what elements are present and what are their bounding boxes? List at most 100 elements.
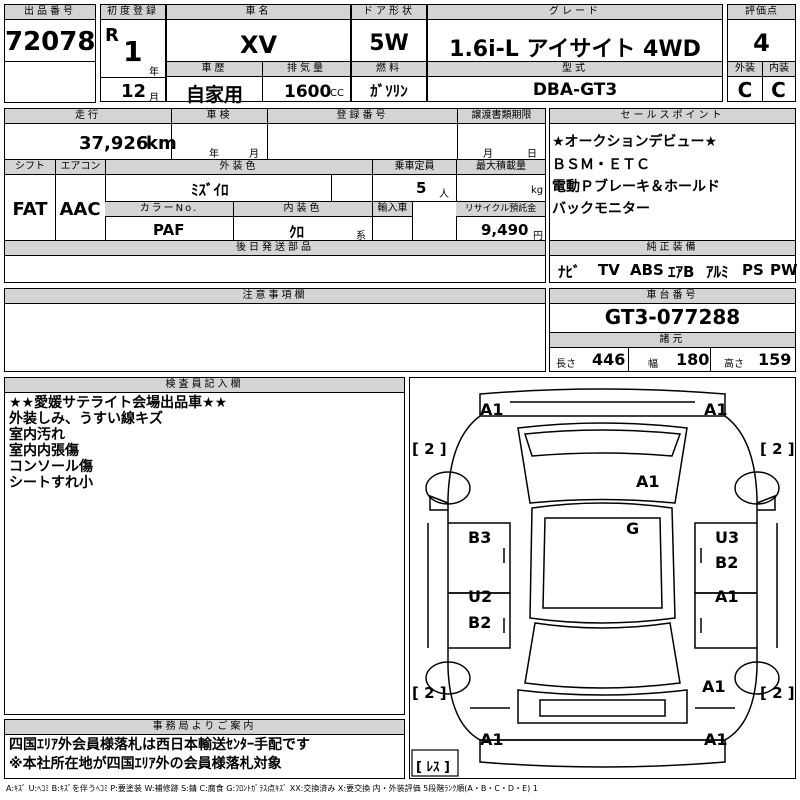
- equipment-item: ｱﾙﾐ: [706, 263, 729, 281]
- door-box: ドア形状 5W: [351, 4, 427, 62]
- bracket-top-left: [ 2 ]: [412, 440, 447, 458]
- car-name: XV: [239, 31, 278, 59]
- displacement-label: 排気量: [262, 62, 350, 77]
- mark-left-front-door: B3: [468, 528, 492, 547]
- sales-line: ★オークションデビュー★: [552, 134, 718, 150]
- inspector-line: シートすれ小: [9, 475, 93, 491]
- import-label: 輸入車: [372, 202, 412, 217]
- registration-year: 1: [123, 35, 143, 68]
- exterior-value: C: [737, 78, 753, 102]
- chassis-label: 車台番号: [550, 289, 795, 304]
- transfer-label: 譲渡書類期限: [457, 109, 545, 124]
- mark-rear-left: A1: [480, 730, 504, 749]
- later-parts-box: 後日発送部品: [4, 240, 546, 283]
- later-parts-label: 後日発送部品: [5, 241, 545, 256]
- fuel-box: 燃料 ｶﾞｿﾘﾝ: [351, 61, 427, 102]
- inspection-year-unit: 年: [209, 149, 219, 160]
- notes-box: 注意事項欄: [4, 288, 546, 372]
- first-registration-box: 初度登録 R 1 年 12 月: [100, 4, 166, 104]
- door-value: 5W: [369, 31, 409, 56]
- shift-label: シフト: [5, 160, 55, 175]
- sales-point-box: セールスポイント ★オークションデビュー★ ＢＳＭ・ＥＴＣ 電動Ｐブレーキ＆ホー…: [549, 108, 796, 241]
- capacity-unit: 人: [439, 189, 449, 200]
- mileage-label: 走行: [5, 109, 171, 124]
- car-name-label: 車名: [167, 5, 350, 20]
- office-line: ※本社所在地が四国ｴﾘｱ外の会員様落札対象: [9, 756, 282, 772]
- car-diagram-box: A1 A1 [ 2 ] [ 2 ] A1 G B3 U3 B2 U2 B2 A1…: [409, 377, 796, 779]
- exterior-label: 外装: [728, 62, 762, 77]
- inspection-label: 車検: [171, 109, 267, 124]
- score-label: 評価点: [728, 5, 795, 20]
- inspector-box: 検査員記入欄 ★★愛媛サテライト会場出品車★★ 外装しみ、うすい線キズ 室内汚れ…: [4, 377, 405, 715]
- equipment-item: ABS: [630, 261, 664, 279]
- load-unit: kg: [531, 185, 544, 196]
- model-label: 型式: [428, 62, 722, 77]
- equipment-item: TV: [598, 261, 620, 279]
- mark-left-rear-door-bottom: B2: [468, 613, 492, 632]
- ac-label: エアコン: [55, 160, 105, 175]
- mileage-value: 37,926: [79, 133, 149, 154]
- lot-number: 72078: [5, 27, 96, 57]
- history-value: 自家用: [185, 84, 243, 106]
- length-label: 長さ: [556, 359, 576, 370]
- height-value: 159: [758, 350, 792, 369]
- dims-label: 諸元: [550, 333, 795, 348]
- displacement-unit: CC: [330, 88, 344, 99]
- mark-front-left: A1: [480, 400, 504, 419]
- sales-line: 電動Ｐブレーキ＆ホールド: [552, 179, 720, 195]
- load-label: 最大積載量: [456, 160, 545, 175]
- fuel-value: ｶﾞｿﾘﾝ: [370, 82, 408, 100]
- height-label: 高さ: [724, 359, 744, 370]
- sales-point-label: セールスポイント: [550, 109, 795, 124]
- model-box: 型式 DBA-GT3: [427, 61, 723, 102]
- score-value: 4: [753, 29, 770, 57]
- recycle-unit: 円: [533, 231, 543, 242]
- int-color-value: ｸﾛ: [289, 223, 305, 241]
- grade-value: 1.6i-L アイサイト 4WD: [449, 37, 701, 62]
- recycle-value: 9,490: [481, 221, 529, 239]
- ext-color-label: 外装色: [105, 160, 372, 175]
- mark-right-rear-door: A1: [715, 587, 739, 606]
- reg-no-label: 登録番号: [267, 109, 457, 124]
- capacity-label: 乗車定員: [372, 160, 456, 175]
- interior-label: 内装: [762, 62, 795, 77]
- era: R: [105, 25, 119, 46]
- equipment-item: ｴｱB: [668, 263, 695, 281]
- door-label: ドア形状: [352, 5, 426, 20]
- width-label: 幅: [648, 359, 658, 370]
- specs-box: 走行 車検 登録番号 譲渡書類期限 37,926 km 年 月 月 日 シフト …: [4, 108, 546, 242]
- score-box: 評価点 4: [727, 4, 796, 62]
- mark-rear-right: A1: [704, 730, 728, 749]
- ext-int-box: 外装 内装 C C: [727, 61, 796, 102]
- interior-value: C: [771, 78, 786, 102]
- history-displacement-box: 車歴 排気量 自家用 1600 CC: [166, 61, 351, 106]
- year-unit: 年: [149, 67, 159, 78]
- int-color-label: 内装色: [233, 202, 372, 217]
- car-outline-diagram: [411, 388, 780, 777]
- office-line: 四国ｴﾘｱ外会員様落札は西日本輸送ｾﾝﾀｰ手配です: [9, 737, 310, 753]
- registration-month: 12: [121, 81, 147, 102]
- equipment-item: PS: [742, 261, 764, 279]
- inspection-month-unit: 月: [249, 149, 259, 160]
- equipment-box: 純正装備 ﾅﾋﾞ TV ABS ｴｱB ｱﾙﾐ PS PW: [549, 240, 798, 283]
- mark-rear-quarter-right: A1: [702, 677, 726, 696]
- mark-front-right: A1: [704, 400, 728, 419]
- office-box: 事務局よりご案内 四国ｴﾘｱ外会員様落札は西日本輸送ｾﾝﾀｰ手配です ※本社所在…: [4, 719, 405, 779]
- history-label: 車歴: [167, 62, 262, 77]
- inspector-line: 室内汚れ: [9, 427, 65, 443]
- transfer-month-unit: 月: [483, 149, 493, 160]
- sales-line: ＢＳＭ・ＥＴＣ: [552, 157, 650, 173]
- width-value: 180: [676, 350, 710, 369]
- mark-hood: A1: [636, 472, 660, 491]
- lot-number-box: 出品番号 72078: [4, 4, 96, 62]
- mark-right-front-door-bottom: B2: [715, 553, 739, 572]
- office-label: 事務局よりご案内: [5, 720, 404, 735]
- bracket-top-right: [ 2 ]: [760, 440, 795, 458]
- grade-label: グレード: [428, 5, 722, 20]
- mark-right-front-door-top: U3: [715, 528, 740, 547]
- grade-box: グレード 1.6i-L アイサイト 4WD: [427, 4, 723, 62]
- bracket-bottom-right: [ 2 ]: [760, 684, 795, 702]
- ac-value: AAC: [59, 199, 101, 220]
- legend-text: A:ｷｽﾞ U:ﾍｺﾐ B:ｷｽﾞを伴うﾍｺﾐ P:要塗装 W:補修跡 S:錆 …: [6, 784, 538, 793]
- bracket-bottom-left: [ 2 ]: [412, 684, 447, 702]
